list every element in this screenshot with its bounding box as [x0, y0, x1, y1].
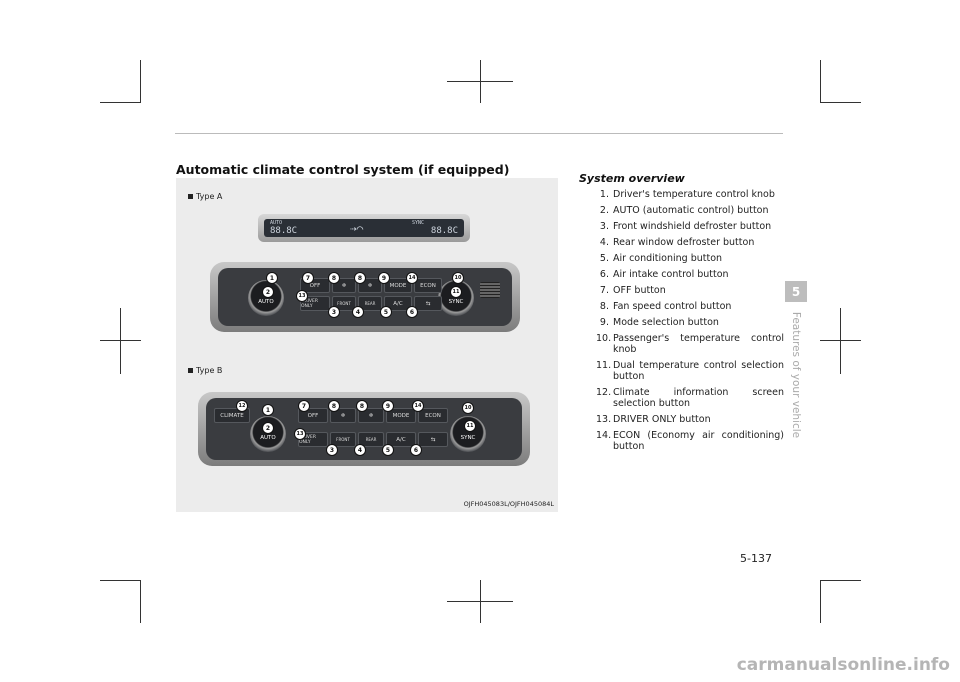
page-title: Automatic climate control system (if equ…	[176, 162, 510, 177]
auto-button[interactable]: AUTO	[260, 435, 276, 441]
list-item: 10.Passenger's temperature control knob	[596, 333, 784, 355]
figure-code: OJFH045083L/OJFH045084L	[463, 500, 554, 508]
list-item: 9.Mode selection button	[599, 317, 719, 328]
callout-5: 5	[382, 444, 394, 456]
callout-2: 2	[262, 422, 274, 434]
recirc-button[interactable]: ⇆	[418, 432, 448, 447]
callout-1: 1	[266, 272, 278, 284]
overview-list: 1.Driver's temperature control knob 2.AU…	[596, 187, 784, 455]
callout-3: 3	[328, 306, 340, 318]
display-sync: SYNC	[411, 220, 424, 226]
callout-11: 11	[450, 286, 462, 298]
front-defrost-button[interactable]: FRONT	[330, 432, 356, 447]
callout-1: 1	[262, 404, 274, 416]
display-left-temp: 88.8C	[270, 226, 298, 236]
callout-3: 3	[326, 444, 338, 456]
auto-button[interactable]: AUTO	[258, 299, 274, 305]
ac-button[interactable]: A/C	[386, 432, 416, 447]
fan-up-button[interactable]: ❄	[358, 408, 384, 423]
callout-9: 9	[378, 272, 390, 284]
bullet-square-icon	[188, 368, 193, 373]
callout-14: 14	[412, 400, 424, 412]
callout-7: 7	[298, 400, 310, 412]
callout-7: 7	[302, 272, 314, 284]
sync-button[interactable]: SYNC	[448, 299, 464, 305]
callout-12: 12	[236, 400, 248, 412]
panel-type-b: CLIMATE AUTO SYNC OFF ❄ ❄ MODE ECON DRIV…	[198, 392, 530, 466]
callout-11: 11	[464, 420, 476, 432]
callout-6: 6	[410, 444, 422, 456]
chapter-title: Features of your vehicle	[790, 311, 802, 439]
bullet-square-icon	[188, 194, 193, 199]
header-rule	[175, 133, 783, 134]
callout-5: 5	[380, 306, 392, 318]
list-item: 7.OFF button	[599, 285, 666, 296]
watermark: carmanualsonline.info	[736, 655, 950, 675]
display-right-temp: 88.8C	[430, 226, 458, 236]
list-item: 12.Climate information screen selection …	[596, 387, 784, 409]
page-number: 5-137	[740, 552, 772, 565]
econ-button[interactable]: ECON	[414, 278, 442, 293]
list-item: 2.AUTO (automatic control) button	[599, 205, 769, 216]
callout-10: 10	[452, 272, 464, 284]
callout-8: 8	[328, 400, 340, 412]
callout-14: 14	[406, 272, 418, 284]
driver-only-button[interactable]: DRIVER ONLY	[300, 296, 330, 311]
list-item: 6.Air intake control button	[599, 269, 729, 280]
section-heading: System overview	[579, 172, 685, 185]
rear-defrost-button[interactable]: REAR	[358, 296, 382, 311]
ac-button[interactable]: A/C	[384, 296, 412, 311]
callout-4: 4	[354, 444, 366, 456]
airflow-icon: ⇢⌒	[350, 222, 364, 235]
list-item: 11.Dual temperature control selection bu…	[596, 360, 784, 382]
callout-13: 13	[294, 428, 306, 440]
callout-2: 2	[262, 286, 274, 298]
mode-button[interactable]: MODE	[386, 408, 416, 423]
list-item: 13.DRIVER ONLY button	[596, 414, 711, 425]
list-item: 5.Air conditioning button	[599, 253, 723, 264]
mode-button[interactable]: MODE	[384, 278, 412, 293]
fan-down-button[interactable]: ❄	[330, 408, 356, 423]
callout-13: 13	[296, 290, 308, 302]
panel-type-a: AUTO SYNC OFF ❄ ❄ MODE ECON DRIVER ONLY …	[210, 262, 520, 332]
list-item: 4.Rear window defroster button	[599, 237, 755, 248]
sync-button[interactable]: SYNC	[460, 435, 476, 441]
list-item: 8.Fan speed control button	[599, 301, 732, 312]
climate-control-figure: Type A AUTO 88.8C ⇢⌒ SYNC 88.8C AUTO SYN…	[176, 178, 558, 512]
callout-8b: 8	[356, 400, 368, 412]
vent-grille	[480, 282, 500, 298]
list-item: 3.Front windshield defroster button	[599, 221, 772, 232]
callout-8b: 8	[354, 272, 366, 284]
callout-4: 4	[352, 306, 364, 318]
callout-9: 9	[382, 400, 394, 412]
recirc-button[interactable]: ⇆	[414, 296, 442, 311]
rear-defrost-button[interactable]: REAR	[358, 432, 384, 447]
type-b-label: Type B	[188, 366, 222, 375]
chapter-tab: 5	[785, 281, 807, 302]
econ-button[interactable]: ECON	[418, 408, 448, 423]
list-item: 1.Driver's temperature control knob	[599, 189, 775, 200]
climate-display: AUTO 88.8C ⇢⌒ SYNC 88.8C	[258, 214, 470, 242]
type-a-label: Type A	[188, 192, 222, 201]
list-item: 14.ECON (Economy air conditioning) butto…	[596, 430, 784, 452]
callout-6: 6	[406, 306, 418, 318]
callout-8: 8	[328, 272, 340, 284]
display-screen: AUTO 88.8C ⇢⌒ SYNC 88.8C	[264, 219, 464, 237]
callout-10: 10	[462, 402, 474, 414]
display-auto: AUTO	[270, 220, 283, 226]
